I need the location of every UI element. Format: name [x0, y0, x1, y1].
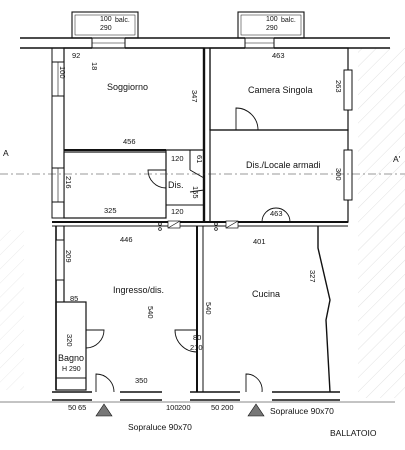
dim-263: 263	[334, 80, 343, 93]
bottom-dimensions: 50 65 100 200 50 200	[68, 403, 234, 412]
dim-463-top: 463	[272, 51, 285, 60]
bottom-dim-200-left: 200	[178, 403, 191, 412]
dim-320: 320	[65, 334, 74, 347]
dim-347: 347	[190, 90, 199, 103]
balcony-right-dim-1: 100	[266, 16, 278, 23]
room-cucina: Cucina	[252, 289, 280, 299]
dim-155: 155	[191, 186, 200, 199]
dim-350: 350	[135, 376, 148, 385]
dim-80: 80	[193, 333, 201, 342]
dim-216: 216	[64, 176, 73, 189]
section-mark-left: A	[3, 148, 9, 158]
bottom-dim-200-right: 200	[221, 403, 234, 412]
dim-300: 300	[334, 168, 343, 181]
room-camera-singola: Camera Singola	[248, 85, 313, 95]
dim-120-top: 120	[171, 154, 184, 163]
dim-456: 456	[123, 137, 136, 146]
dim-209: 209	[64, 250, 73, 263]
bottom-dim-65: 65	[78, 403, 86, 412]
sopraluce-label-right: Sopraluce 90x70	[270, 406, 334, 416]
sopraluce-label-left: Sopraluce 90x70	[128, 422, 192, 432]
bottom-dim-50-left: 50	[68, 403, 76, 412]
dim-540-right: 540	[204, 302, 213, 315]
dim-210: 210	[190, 343, 203, 352]
bottom-dim-50-right: 50	[211, 403, 219, 412]
dim-463-mid: 463	[270, 209, 283, 218]
dim-85: 85	[70, 294, 78, 303]
ballatoio-label: BALLATOIO	[330, 428, 377, 438]
balcony-left-dim-2: 290	[100, 25, 112, 32]
dim-446: 446	[120, 235, 133, 244]
section-line: A A'	[0, 148, 405, 175]
room-bagno-height: H 290	[62, 366, 81, 373]
sopraluce-marker-right	[247, 403, 265, 417]
exterior-hatch-left	[0, 230, 24, 390]
sopraluce-marker-left	[95, 403, 113, 417]
dim-18: 18	[90, 62, 99, 70]
room-soggiorno: Soggiorno	[107, 82, 148, 92]
room-ingresso: Ingresso/dis.	[113, 285, 164, 295]
balcony-right-label: balc.	[281, 17, 296, 24]
balcony-right: 100 290 balc.	[237, 11, 305, 39]
room-dis: Dis.	[168, 180, 184, 190]
dim-401: 401	[253, 237, 266, 246]
dim-100: 100	[58, 66, 67, 79]
outer-walls	[20, 37, 390, 49]
balcony-left-label: balc.	[115, 17, 130, 24]
dim-325: 325	[104, 206, 117, 215]
room-bagno: Bagno	[58, 353, 84, 363]
dim-92: 92	[72, 51, 80, 60]
balcony-right-dim-2: 290	[266, 25, 278, 32]
section-mark-right: A'	[393, 154, 401, 164]
balcony-left-dim-1: 100	[100, 16, 112, 23]
balcony-left: 100 290 balc.	[71, 11, 139, 39]
room-dis-locale-armadi: Dis./Locale armadi	[246, 160, 321, 170]
door-swings	[85, 107, 291, 393]
bottom-dim-100: 100	[166, 403, 179, 412]
electric-panels	[158, 220, 239, 231]
interior-walls	[0, 47, 395, 403]
exterior-hatch-right	[358, 48, 405, 398]
dim-327: 327	[308, 270, 317, 283]
dim-540-left: 540	[146, 306, 155, 319]
dim-120-bot: 120	[171, 207, 184, 216]
dimension-labels: 92 18 100 347 456 463 263 300 463 120 61…	[58, 51, 343, 385]
dim-61: 61	[195, 155, 204, 163]
